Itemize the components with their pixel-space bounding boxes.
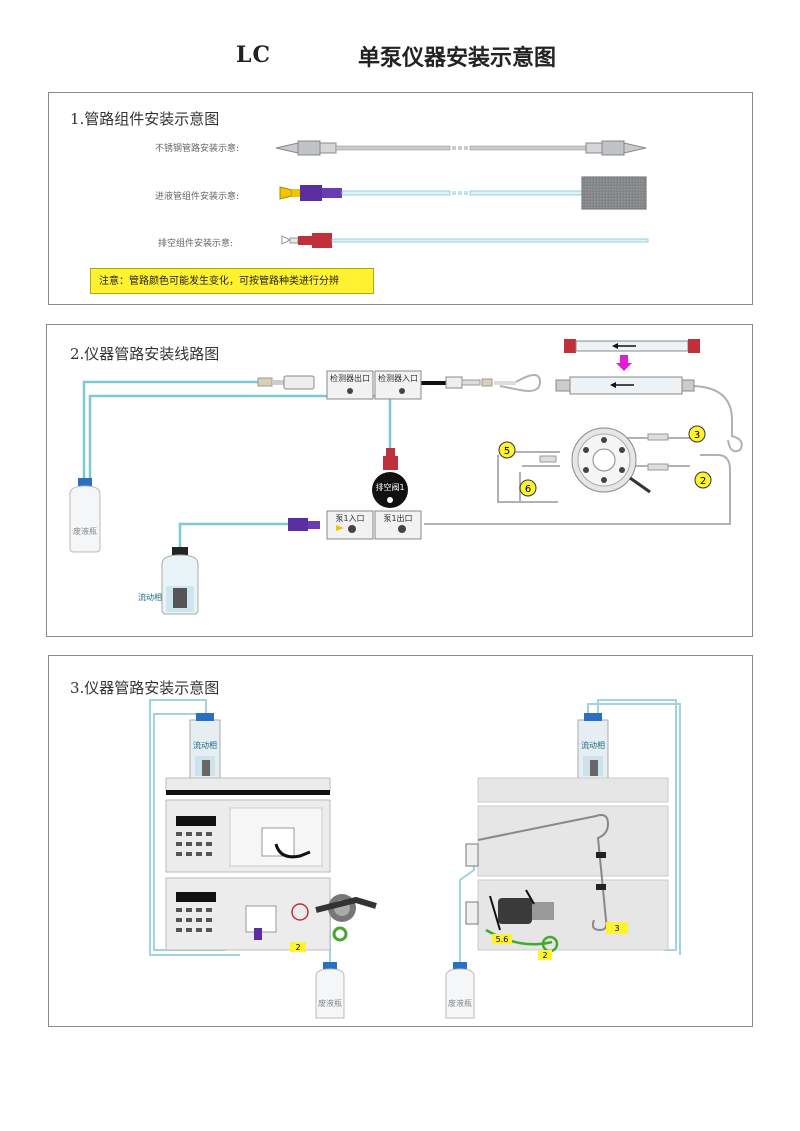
tubing-lines [82, 380, 392, 548]
back-mobile-phase-label: 流动相 [581, 740, 605, 750]
port-label: 2 [700, 476, 706, 487]
page-title: 单泵仪器安装示意图 [358, 45, 557, 71]
pump-out-label: 泵1出口 [383, 513, 412, 523]
mobile-phase-label: 流动相 [138, 592, 162, 602]
column-installed [555, 376, 695, 395]
waste-bottle-label: 废液瓶 [73, 526, 97, 536]
steel-tubing-label: 不锈钢管路安装示意: [155, 144, 240, 154]
front-port-tag: 2 [295, 943, 300, 952]
port-label: 3 [694, 430, 700, 441]
color-note: 注意：管路颜色可能发生变化，可按管路种类进行分辨 [90, 268, 374, 294]
purge-valve-label: 排空阀1 [375, 482, 404, 492]
mobile-phase-bottle: 流动相 [138, 547, 199, 615]
injection-valve [539, 427, 669, 494]
detector-fittings [257, 375, 516, 390]
steel-tubing-drawing [275, 140, 647, 156]
drain-assembly-label: 排空组件安装示意: [158, 239, 234, 249]
page-title-prefix: LC [236, 42, 271, 68]
purge-valve: 排空阀1 [372, 448, 408, 508]
back-port-tag-56: 5.6 [496, 935, 509, 944]
detector-out-label: 检测器出口 [330, 373, 370, 383]
steel-lines [424, 374, 743, 525]
front-mobile-phase-label: 流动相 [193, 740, 217, 750]
back-port-tag-3: 3 [614, 924, 619, 933]
front-instrument: 流动相 2 [165, 713, 377, 952]
back-port-tag-2: 2 [542, 951, 547, 960]
inlet-fitting [288, 518, 320, 531]
back-waste-bottle: 废液瓶 [445, 962, 475, 1019]
detector-in-label: 检测器入口 [378, 373, 418, 383]
back-waste-label: 废液瓶 [448, 998, 472, 1008]
pump-in-label: 泵1入口 [335, 514, 364, 523]
back-instrument: 流动相 5.6 2 3 [465, 713, 669, 960]
column-top [564, 339, 700, 371]
waste-bottle: 废液瓶 [69, 478, 101, 553]
front-waste-label: 废液瓶 [318, 998, 342, 1008]
section3-title: 3.仪器管路安装示意图 [70, 679, 220, 697]
section1-title: 1.管路组件安装示意图 [70, 110, 220, 128]
drain-assembly-drawing [281, 233, 649, 248]
port-label: 6 [525, 484, 531, 495]
port-markers: 3 2 5 6 [498, 425, 712, 497]
port-label: 5 [504, 446, 510, 457]
module-boxes: 检测器出口 检测器入口 泵1入口 泵1出口 [326, 370, 422, 540]
front-waste-bottle: 废液瓶 [315, 962, 345, 1019]
inlet-tubing-drawing [279, 176, 647, 210]
inlet-tubing-label: 进液管组件安装示意: [155, 192, 240, 202]
section2-title: 2.仪器管路安装线路图 [70, 345, 220, 363]
